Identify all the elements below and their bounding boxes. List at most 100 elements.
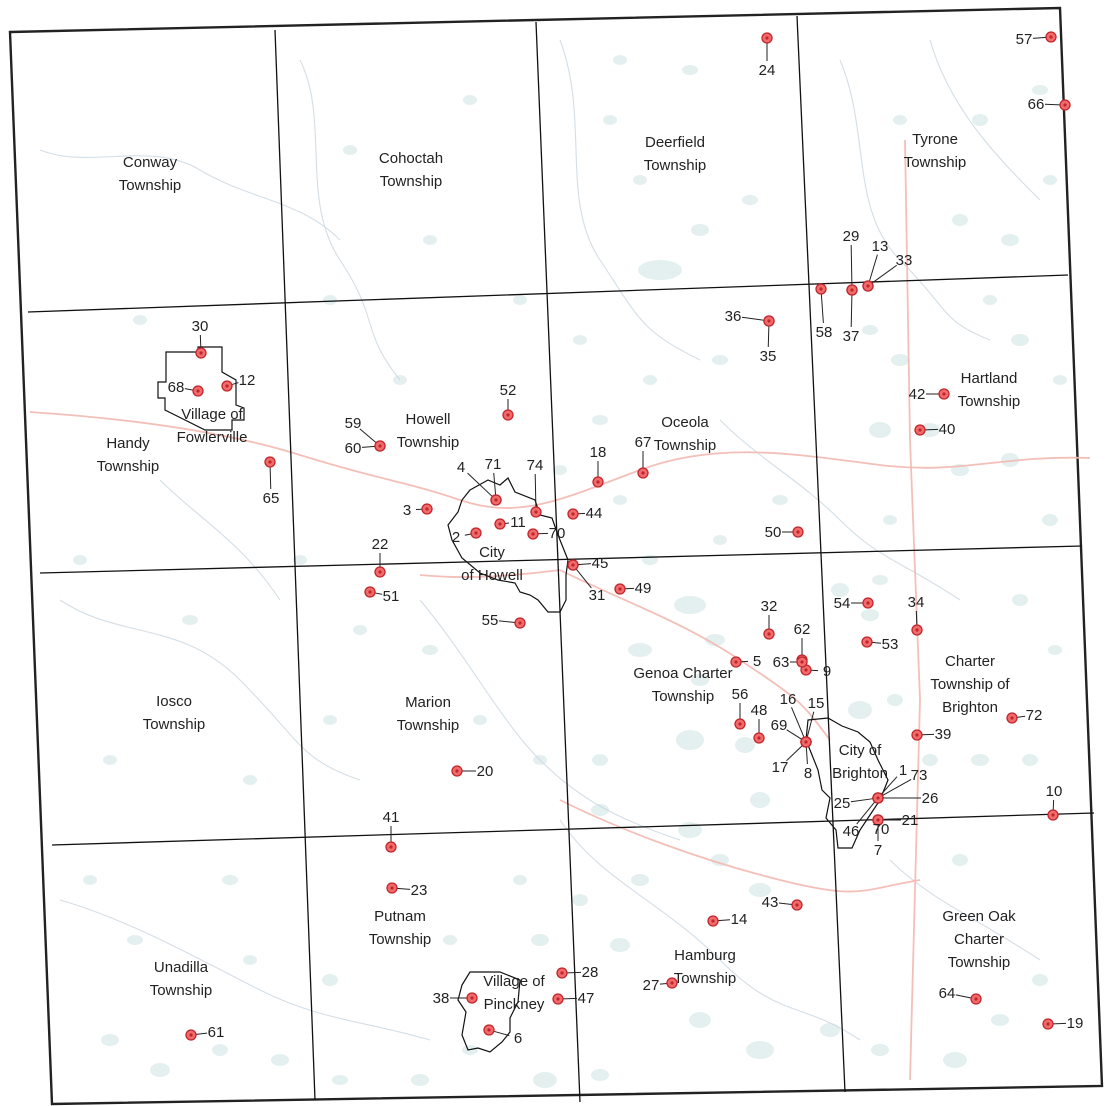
marker-66: 66 (1028, 96, 1071, 113)
marker-leader (806, 711, 815, 738)
marker-center (225, 384, 229, 388)
stream (929, 39, 1041, 201)
marker-label: 48 (751, 702, 768, 719)
marker-40: 40 (914, 421, 955, 438)
marker-label: 1 (899, 762, 907, 779)
marker-51: 51 (364, 586, 399, 605)
lake (1048, 645, 1062, 655)
marker-label: 28 (582, 964, 599, 981)
lake (1032, 85, 1048, 95)
marker-74: 74 (527, 457, 543, 518)
marker-label: 67 (635, 434, 652, 451)
marker-56: 56 (732, 686, 748, 730)
marker-leader (717, 919, 731, 922)
marker-center (876, 796, 880, 800)
marker-label: 69 (771, 717, 788, 734)
lake (689, 1012, 711, 1028)
marker-10: 10 (1046, 783, 1062, 821)
marker-center (470, 996, 474, 1000)
marker-3: 3 (403, 502, 433, 519)
marker-label: 65 (263, 490, 280, 507)
marker-center (765, 36, 769, 40)
marker-label: 64 (939, 985, 956, 1002)
marker-48: 48 (751, 702, 768, 744)
marker-center (767, 319, 771, 323)
marker-leader (820, 293, 824, 324)
marker-leader (882, 778, 912, 796)
road (559, 569, 831, 741)
lake (891, 354, 909, 366)
marker-center (618, 587, 622, 591)
marker-leader (195, 1032, 208, 1035)
lake (73, 555, 87, 565)
marker-leader (850, 294, 853, 328)
stream (59, 899, 431, 1041)
marker-44: 44 (567, 505, 602, 522)
marker-67: 67 (635, 434, 652, 479)
marker-73: 73 (872, 767, 927, 804)
marker-60: 60 (345, 440, 386, 457)
marker-label: 32 (761, 598, 778, 615)
township-boundary (274, 29, 316, 1101)
marker-center (1063, 103, 1067, 107)
township-boundary (39, 545, 1083, 574)
lake (1032, 974, 1048, 986)
stream (299, 59, 401, 381)
marker-label: 38 (433, 990, 450, 1007)
marker-leader (493, 472, 497, 496)
lake (1022, 754, 1038, 766)
marker-center (800, 660, 804, 664)
marker-center (560, 971, 564, 975)
lake (513, 295, 527, 305)
lake (422, 645, 438, 655)
lake (423, 235, 437, 245)
lake (573, 335, 587, 345)
lake (869, 422, 891, 438)
marker-label: 18 (590, 444, 607, 461)
marker-label: 55 (482, 612, 499, 629)
marker-41: 41 (383, 809, 399, 853)
marker-center (199, 351, 203, 355)
lake (531, 934, 549, 946)
marker-leader (374, 592, 383, 595)
marker-center (378, 570, 382, 574)
marker-label: 71 (485, 456, 502, 473)
lake (820, 1023, 840, 1037)
marker-center (711, 919, 715, 923)
marker-label: 34 (908, 594, 925, 611)
lake (1053, 375, 1067, 385)
lake (613, 55, 627, 65)
marker-57: 57 (1016, 31, 1057, 48)
marker-leader (231, 382, 239, 386)
marker-center (596, 480, 600, 484)
marker-63: 63 (773, 654, 808, 671)
marker-center (494, 498, 498, 502)
municipal-boundary (157, 346, 245, 431)
lake (922, 754, 938, 766)
lake (271, 1054, 289, 1066)
lake (553, 465, 567, 475)
lake (133, 315, 147, 325)
marker-38: 38 (433, 990, 478, 1007)
marker-label: 54 (834, 595, 851, 612)
lake (343, 145, 357, 155)
marker-leader (955, 994, 972, 999)
marker-label: 21 (902, 812, 919, 829)
marker-center (641, 471, 645, 475)
marker-leader (778, 902, 793, 905)
township-boundary (51, 812, 1095, 846)
marker-leader (1044, 103, 1061, 106)
lake (463, 95, 477, 105)
marker-center (866, 601, 870, 605)
lake (862, 325, 878, 335)
marker-label: 37 (843, 328, 860, 345)
lake (750, 792, 770, 808)
marker-52: 52 (500, 382, 516, 421)
lake (711, 854, 729, 866)
marker-label: 33 (896, 252, 913, 269)
marker-center (915, 628, 919, 632)
lake (592, 754, 608, 766)
